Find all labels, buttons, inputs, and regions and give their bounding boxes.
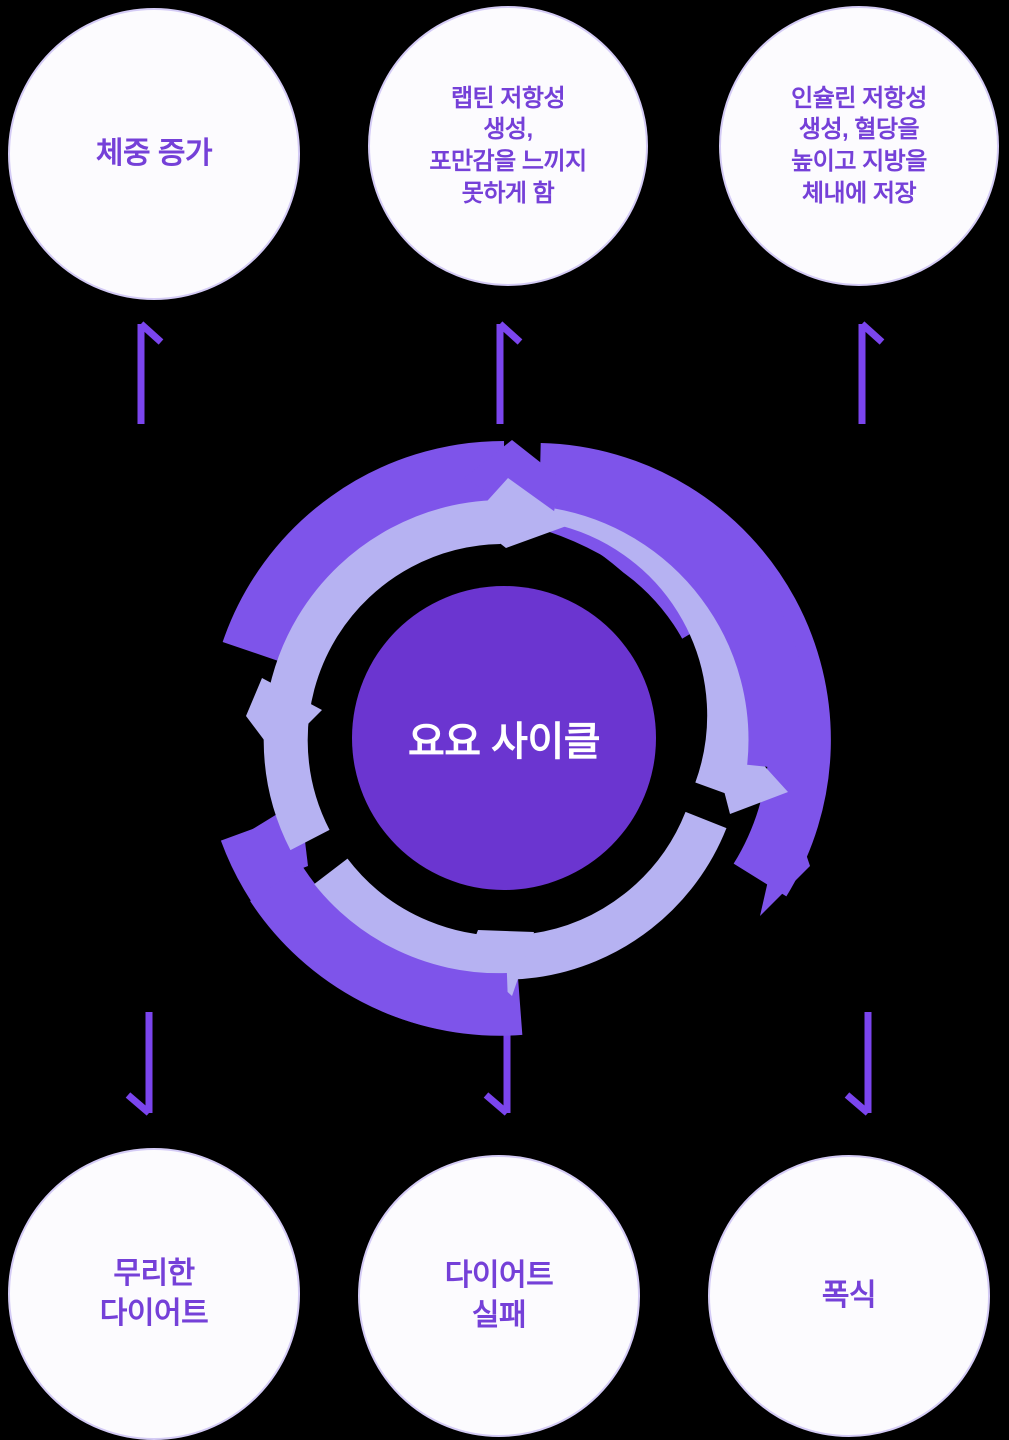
- ring-outer-arc-lower-left: [250, 866, 510, 1036]
- connector-arrow-up-right: [858, 321, 885, 424]
- ring-inner-arrowhead-right: [716, 748, 788, 814]
- node-insulin-resistance[interactable]: 인슐린 저항성 생성, 혈당을 높이고 지방을 체내에 저장: [719, 6, 999, 286]
- connector-arrow-up-center: [496, 321, 523, 424]
- node-crash-diet[interactable]: 무리한 다이어트: [8, 1148, 300, 1440]
- ring-inner-arrowhead-bottom: [468, 930, 534, 996]
- node-binge-eating[interactable]: 폭식: [708, 1155, 990, 1437]
- node-weight-gain[interactable]: 체중 증가: [8, 8, 300, 300]
- cycle-center-label: 요요 사이클: [407, 720, 601, 764]
- ring-inner-arrowhead-top: [470, 478, 572, 548]
- connector-arrow-down-right: [844, 1012, 872, 1116]
- ring-outer-arrowhead-top: [464, 440, 578, 506]
- cycle-center-hub[interactable]: 요요 사이클: [352, 586, 656, 890]
- node-leptin-resistance[interactable]: 랩틴 저항성 생성, 포만감을 느끼지 못하게 함: [368, 6, 648, 286]
- connector-arrow-up-left: [137, 321, 164, 424]
- node-diet-failure[interactable]: 다이어트 실패: [358, 1155, 640, 1437]
- ring-inner-arrowhead-left: [246, 678, 322, 756]
- connector-arrow-down-center: [483, 1012, 511, 1116]
- connector-arrow-down-left: [125, 1012, 153, 1116]
- ring-outer-arrowhead-left: [238, 800, 308, 884]
- ring-outer-arrowhead-right: [760, 806, 810, 916]
